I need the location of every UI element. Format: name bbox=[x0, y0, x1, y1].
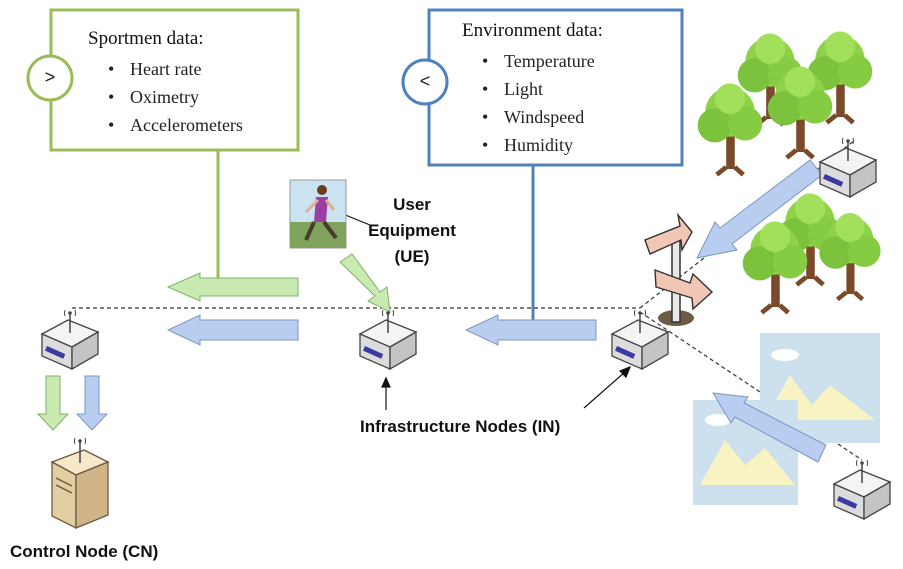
sportmen-title: Sportmen data: bbox=[88, 28, 204, 49]
wind-vane bbox=[644, 212, 714, 326]
environment-item: •Humidity bbox=[482, 135, 574, 155]
sportmen-data-box bbox=[49, 8, 300, 152]
environment-data-box bbox=[427, 8, 684, 167]
environment-item: •Light bbox=[482, 79, 543, 99]
ue-label-line3: (UE) bbox=[394, 247, 430, 266]
pointer-arrows bbox=[332, 209, 632, 410]
green-arrows bbox=[36, 253, 391, 431]
environment-item: •Temperature bbox=[482, 51, 595, 71]
infrastructure-nodes-label: Infrastructure Nodes (IN) bbox=[360, 417, 561, 436]
environment-items: •Temperature •Light •Windspeed •Humidity bbox=[482, 47, 595, 159]
ue-label-line1: User bbox=[393, 195, 431, 214]
environment-title: Environment data: bbox=[462, 20, 603, 41]
sportmen-item: •Heart rate bbox=[108, 59, 202, 79]
sportmen-items: •Heart rate •Oximetry •Accelerometers bbox=[108, 55, 243, 139]
node-bottom-right bbox=[833, 459, 891, 520]
environment-item: •Windspeed bbox=[482, 107, 585, 127]
sportmen-symbol: > bbox=[44, 67, 56, 87]
sportmen-item: •Accelerometers bbox=[108, 115, 243, 135]
user-equipment-label: User Equipment (UE) bbox=[362, 192, 462, 270]
user-picture bbox=[289, 179, 347, 249]
sportmen-item: •Oximetry bbox=[108, 87, 199, 107]
control-node-label: Control Node (CN) bbox=[10, 542, 159, 561]
control-server bbox=[50, 437, 110, 530]
environment-symbol: < bbox=[419, 71, 431, 91]
environment-symbol-circle bbox=[401, 58, 449, 106]
node-middle bbox=[359, 309, 417, 370]
node-top-right bbox=[819, 137, 877, 198]
blue-arrows bbox=[75, 159, 827, 463]
ue-label-line2: Equipment bbox=[368, 221, 456, 240]
sportmen-symbol-circle bbox=[26, 54, 74, 102]
node-left bbox=[41, 309, 99, 370]
